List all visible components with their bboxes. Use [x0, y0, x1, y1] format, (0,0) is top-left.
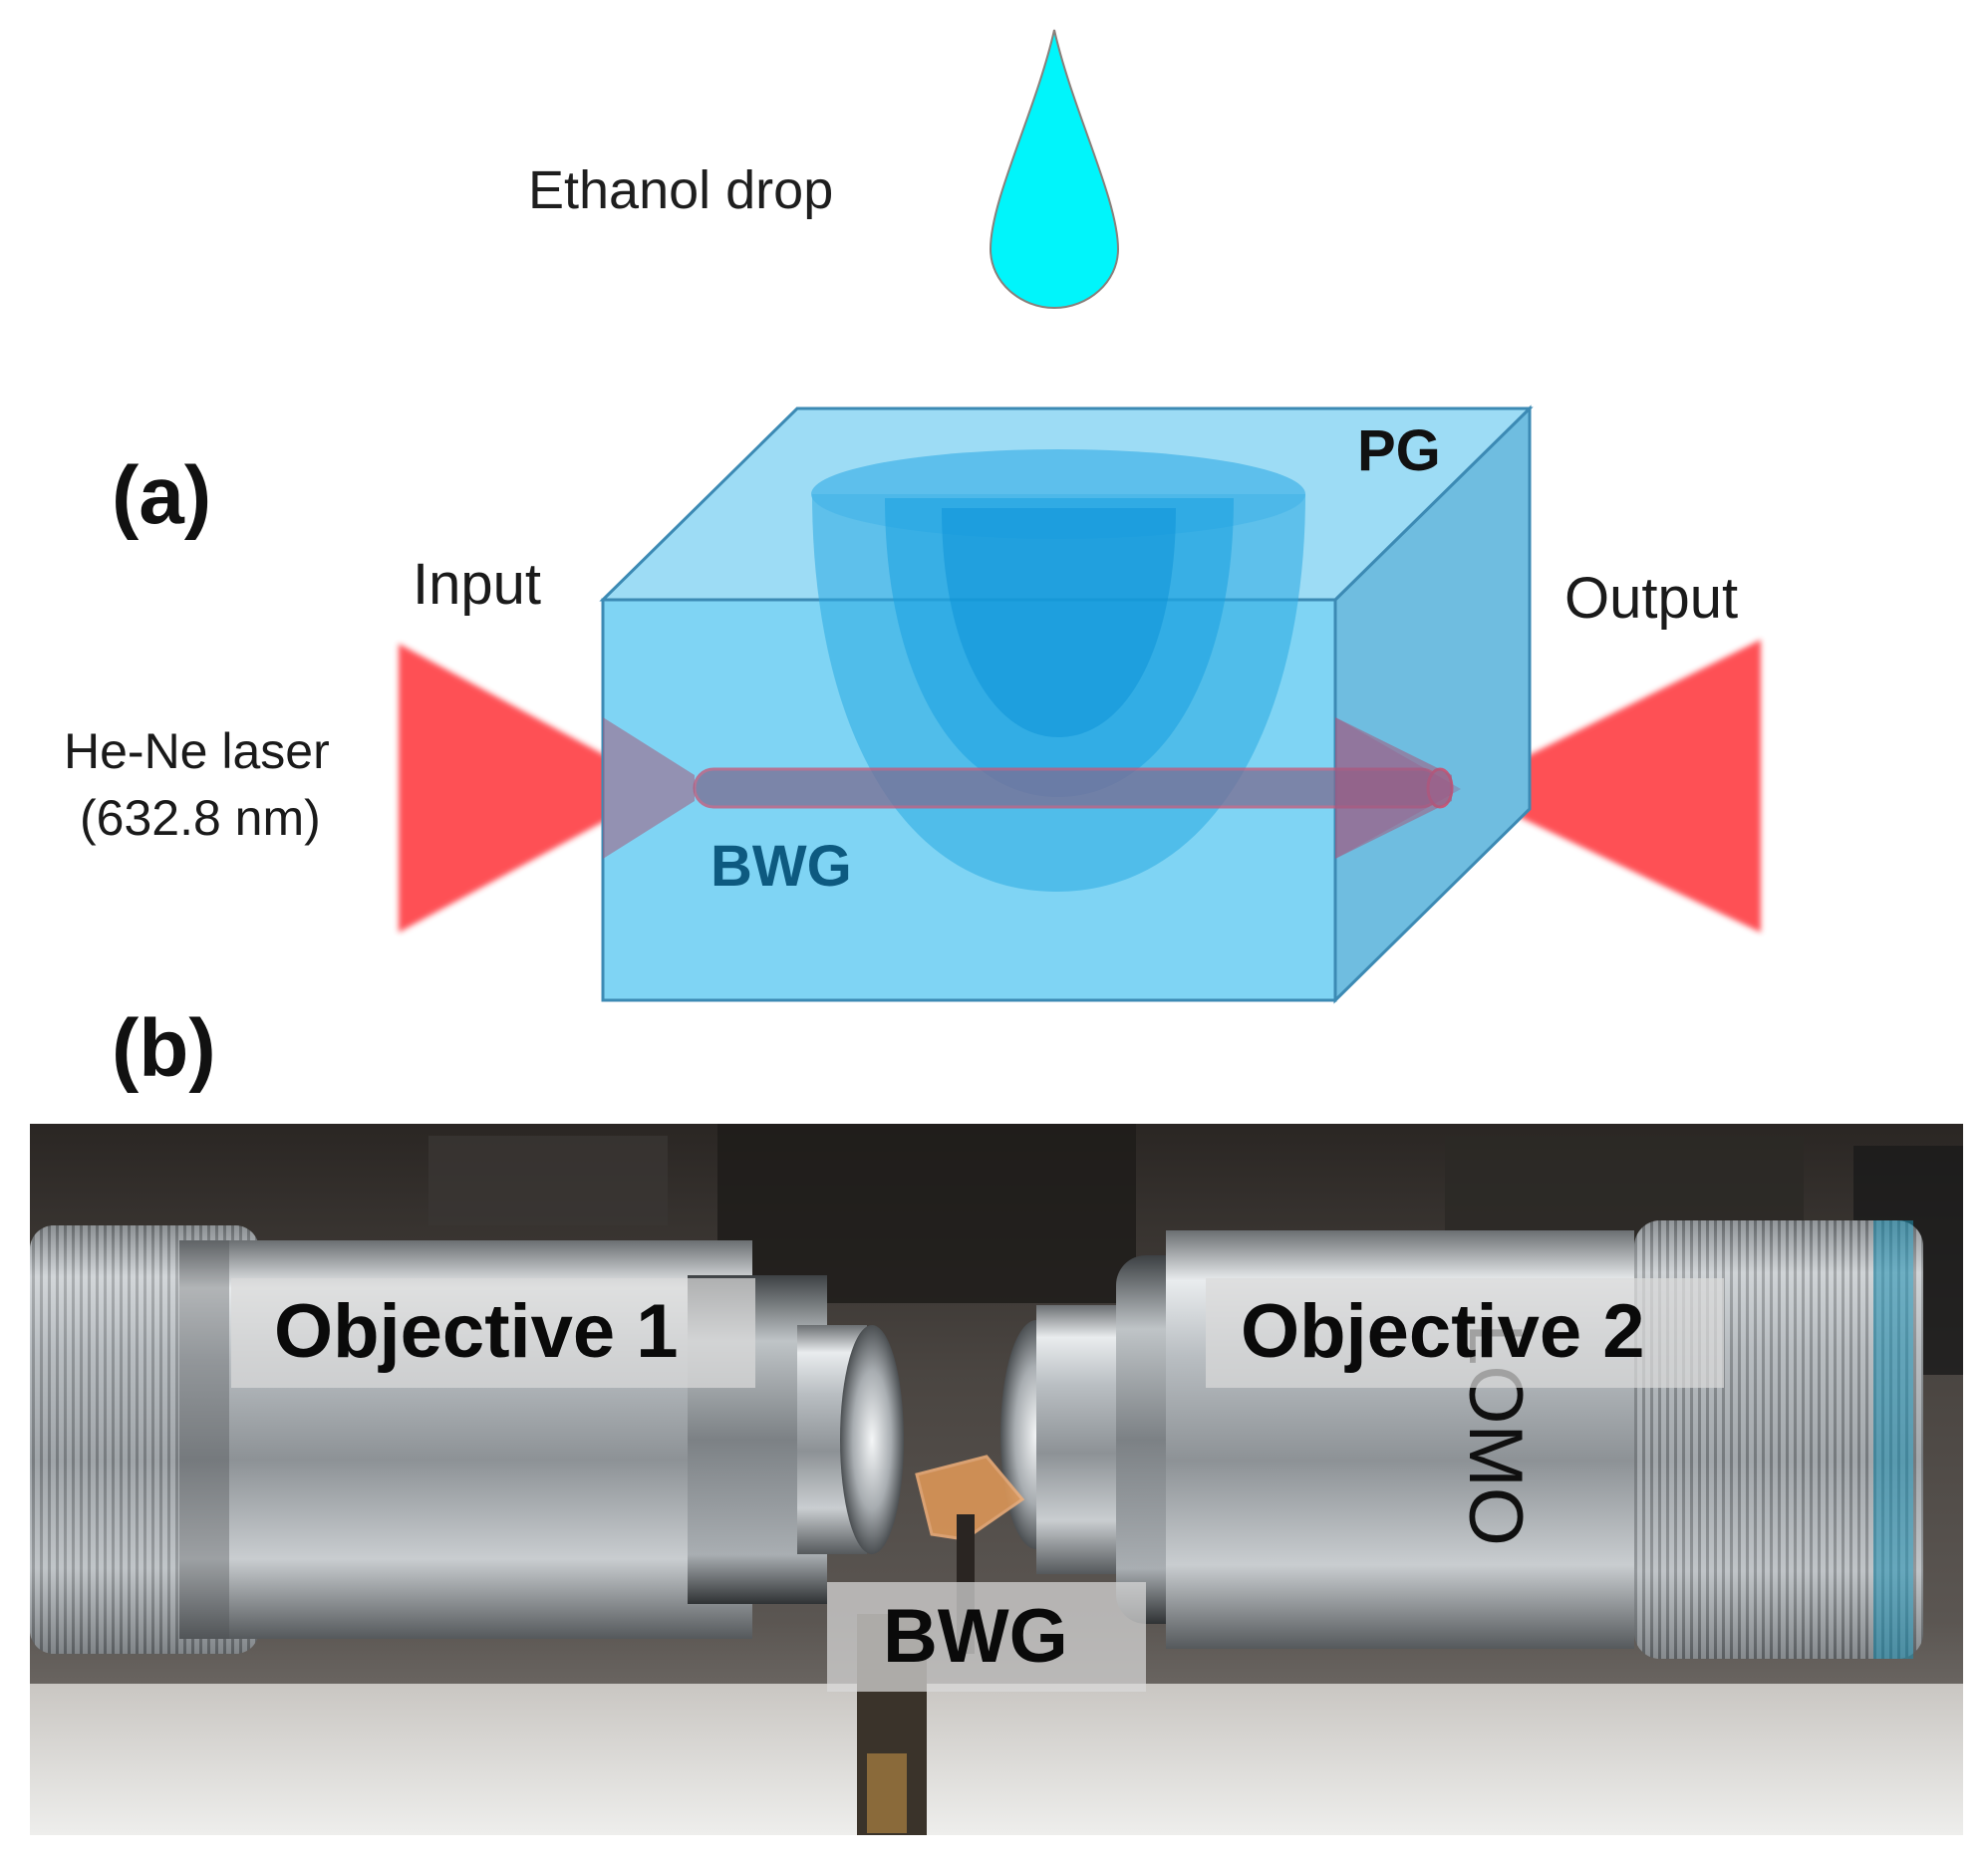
photo: LOMO Objective 1 Objective 2 BWG: [30, 1124, 1963, 1835]
waveguide-sample: [915, 1455, 1025, 1541]
panel-a-label: (a): [112, 450, 211, 541]
objective-2-label-box: [1206, 1278, 1724, 1388]
output-beam-overlap: [1335, 717, 1452, 859]
objective-1-label: Objective 1: [274, 1289, 679, 1374]
input-laser-cone: [399, 644, 666, 933]
input-beam-overlap: [603, 717, 695, 859]
panel-a: Ethanol drop (a) PG Input Output He-Ne l…: [64, 29, 1761, 1004]
bwg-photo-label: BWG: [883, 1594, 1068, 1679]
ethanol-drop-label: Ethanol drop: [528, 160, 833, 220]
laser-label-line1: He-Ne laser: [64, 723, 330, 779]
bwg-photo-label-box: [827, 1582, 1146, 1692]
waveguide-label: BWG: [710, 834, 852, 899]
waveguide-rod: [693, 767, 1442, 809]
pg-label: PG: [1357, 418, 1441, 483]
objective-1-label-box: [231, 1278, 755, 1388]
panel-b: (b): [30, 1003, 1963, 1835]
output-laser-cone: [1461, 640, 1761, 933]
input-label: Input: [413, 552, 541, 617]
laser-label-line2: (632.8 nm): [80, 790, 321, 846]
output-label: Output: [1564, 566, 1738, 631]
panel-b-label: (b): [112, 1003, 216, 1094]
objective-2-label: Objective 2: [1241, 1289, 1645, 1374]
ethanol-drop-icon: [989, 29, 1120, 310]
droplet-inner: [942, 508, 1176, 737]
output-beam-side: [1335, 717, 1461, 859]
